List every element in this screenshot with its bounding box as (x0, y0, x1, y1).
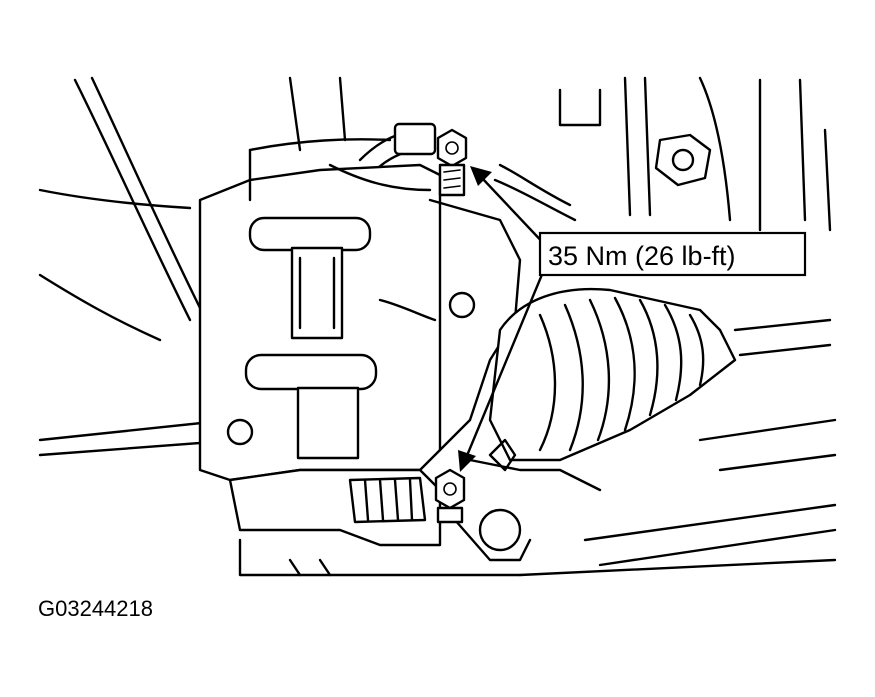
figure-id: G03244218 (38, 596, 153, 621)
cv-boot (453, 287, 832, 562)
torque-callout-box (538, 231, 807, 277)
brake-caliper (198, 138, 522, 547)
callout-leaders (458, 166, 550, 472)
lower-caliper-bolt (434, 468, 466, 524)
brake-hose (358, 122, 577, 222)
background-structure (38, 76, 837, 577)
torque-spec-label: 35 Nm (26 lb-ft) (548, 241, 736, 271)
torque-callout: 35 Nm (26 lb-ft) (538, 231, 807, 277)
upper-caliper-bolt (436, 128, 468, 197)
